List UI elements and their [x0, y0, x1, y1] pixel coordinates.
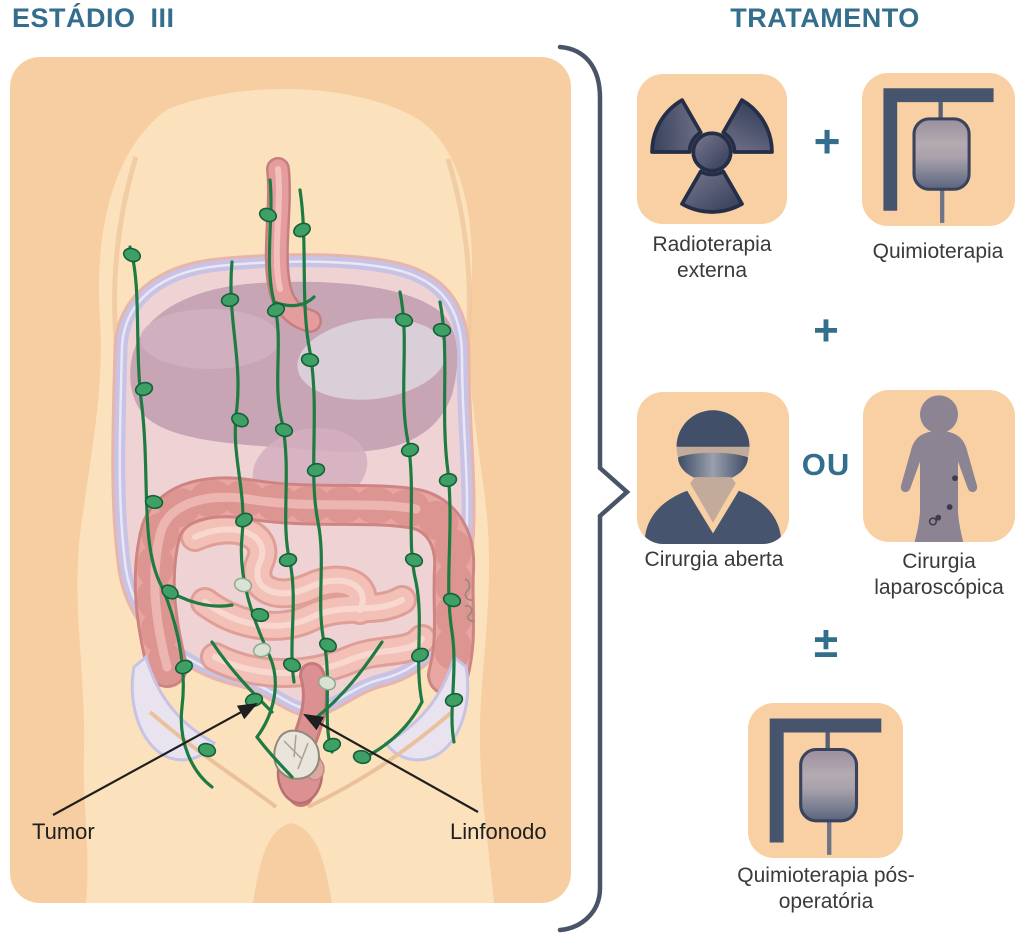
- small-intestine: [180, 514, 437, 688]
- anatomy-illustration: [52, 89, 494, 903]
- iv-drip-icon: [883, 88, 994, 223]
- lymph-nodes: [122, 207, 464, 765]
- artist-signature: [464, 578, 475, 622]
- lymph-vessels: [128, 178, 456, 789]
- patient-figure-icon: [900, 395, 978, 542]
- plus-operator-2: +: [813, 306, 839, 355]
- tumor-label: Tumor: [32, 819, 95, 844]
- open-surgery-label: Cirurgia aberta: [644, 548, 784, 571]
- postop-chemotherapy-card: [748, 703, 903, 858]
- radiotherapy-card: [637, 74, 787, 224]
- colon: [133, 476, 476, 696]
- brace-connector: [557, 44, 631, 933]
- callout-arrows: [52, 702, 479, 816]
- lymph-node-label: Linfonodo: [450, 819, 547, 844]
- chemotherapy-label: Quimioterapia: [872, 240, 1004, 263]
- anatomy-card: Tumor Linfonodo: [10, 57, 571, 903]
- laparoscopic-surgery-label: Cirurgia laparoscópica: [874, 550, 1004, 599]
- chemotherapy-card: [862, 73, 1015, 226]
- pale-lymph-nodes: [233, 577, 337, 691]
- plus-minus-operator: ±: [813, 618, 839, 667]
- stage-title: ESTÁDIO III: [12, 3, 175, 33]
- postop-chemotherapy-label: Quimioterapia pós-operatória: [737, 864, 915, 913]
- laparoscopic-surgery-card: [863, 390, 1015, 542]
- radiotherapy-label: Radioterapia externa: [652, 233, 772, 282]
- plus-operator-1: +: [813, 115, 841, 167]
- tumor-mass: [273, 729, 320, 780]
- radiation-icon: [650, 98, 774, 214]
- esophagus: [264, 157, 322, 333]
- treatment-title: TRATAMENTO: [730, 3, 920, 33]
- rectum: [273, 662, 328, 807]
- iv-drip-icon: [769, 718, 882, 855]
- surgeon-icon: [644, 410, 782, 544]
- pelvis-right: [383, 654, 470, 762]
- incision-dots: [935, 475, 958, 521]
- or-operator: OU: [801, 447, 851, 482]
- open-surgery-card: [637, 392, 789, 544]
